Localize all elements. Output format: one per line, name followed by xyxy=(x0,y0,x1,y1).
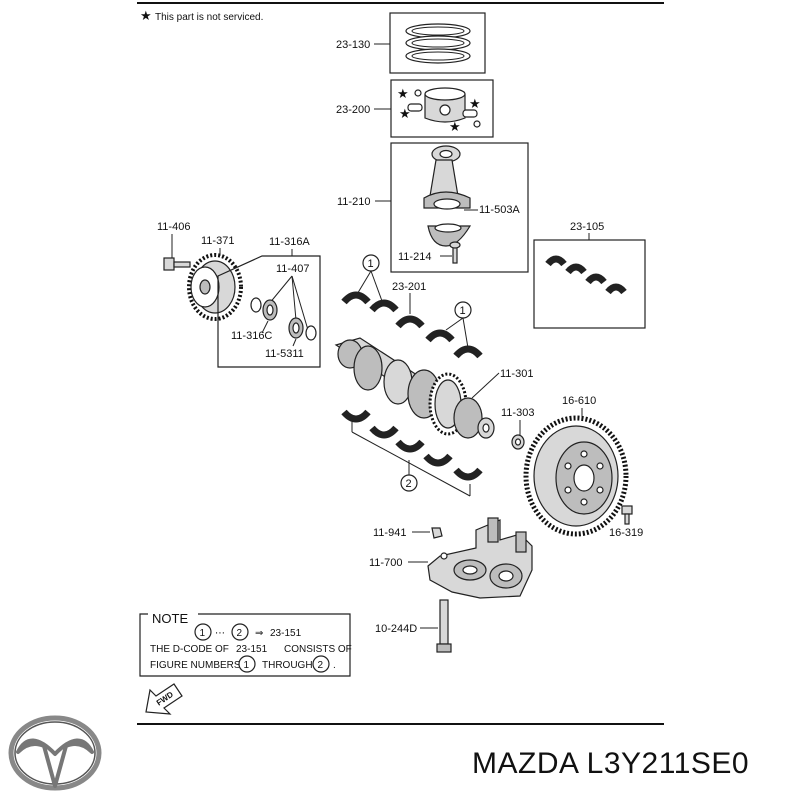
seal-box xyxy=(217,255,321,368)
star-mark-4: ★ xyxy=(449,119,461,134)
label-16-610: 16-610 xyxy=(562,395,596,407)
oil-seals xyxy=(250,297,317,341)
label-10-244d: 10-244D xyxy=(375,623,417,635)
note-code-1: 23-151 xyxy=(270,628,302,639)
svg-text:1: 1 xyxy=(244,660,250,671)
svg-text:2: 2 xyxy=(237,628,243,639)
label-11-941: 11-941 xyxy=(373,527,406,539)
bearing-set-box xyxy=(533,239,646,329)
label-11-406: 11-406 xyxy=(157,221,190,233)
label-11-700: 11-700 xyxy=(369,557,402,569)
mazda-logo-icon xyxy=(8,715,102,791)
note-code-2: 23-151 xyxy=(236,644,268,655)
note-title: NOTE xyxy=(152,611,188,626)
long-bolt xyxy=(436,599,452,653)
label-23-130: 23-130 xyxy=(336,39,370,51)
note-arrow: ⇒ xyxy=(255,628,263,639)
star-mark-1: ★ xyxy=(397,86,409,101)
note-range: ⋯ xyxy=(215,628,225,639)
lower-main-bearings xyxy=(341,409,483,481)
label-11-371: 11-371 xyxy=(201,235,234,247)
flywheel-bolt xyxy=(621,505,633,525)
piston-rings-box xyxy=(389,12,486,74)
star-mark-3: ★ xyxy=(469,96,481,111)
crank-pulley xyxy=(187,253,243,321)
label-23-201: 23-201 xyxy=(392,281,426,293)
callout-1-left-text: 1 xyxy=(368,258,374,270)
svg-text:1: 1 xyxy=(200,628,206,639)
note-period: . xyxy=(333,660,336,671)
callout-2-text: 2 xyxy=(406,478,412,490)
note-line2a: THE D-CODE OF xyxy=(150,644,229,655)
balancer-unit xyxy=(427,517,533,599)
label-11-316c: 11-316C xyxy=(231,330,272,342)
label-11-214: 11-214 xyxy=(398,251,431,263)
piston xyxy=(407,87,481,128)
label-11-316a: 11-316A xyxy=(269,236,310,248)
upper-main-bearings xyxy=(341,291,483,359)
label-16-319: 16-319 xyxy=(609,527,643,539)
star-mark-2: ★ xyxy=(399,106,411,121)
callout-1-right-text: 1 xyxy=(460,305,466,317)
label-11-301: 11-301 xyxy=(500,368,533,380)
note-box xyxy=(139,613,351,677)
note-circle-2b xyxy=(312,655,330,673)
label-23-200: 23-200 xyxy=(336,104,370,116)
crankshaft xyxy=(334,337,495,439)
connecting-rod-box xyxy=(390,142,529,273)
note-line3b: THROUGH xyxy=(262,660,313,671)
connecting-rod xyxy=(423,145,472,264)
piston-rings xyxy=(405,23,471,64)
label-11-407: 11-407 xyxy=(276,263,309,275)
note-line3a: FIGURE NUMBERS xyxy=(150,660,241,671)
note-circle-1a xyxy=(194,623,212,641)
note-circle-2a xyxy=(231,623,249,641)
label-11-503a: 11-503A xyxy=(479,204,520,216)
label-23-105: 23-105 xyxy=(570,221,604,233)
label-11-210: 11-210 xyxy=(337,196,370,208)
note-circle-1b xyxy=(238,655,256,673)
label-11-303: 11-303 xyxy=(501,407,534,419)
svg-text:2: 2 xyxy=(318,660,324,671)
star-symbol: ★ xyxy=(140,8,152,23)
bearing-shells xyxy=(545,255,627,295)
gasket-11-941 xyxy=(431,527,443,539)
label-11-5311: 11-5311 xyxy=(265,348,304,360)
flywheel xyxy=(523,415,629,537)
part-number-title: MAZDA L3Y211SE0 xyxy=(472,747,749,780)
legend-text: This part is not serviced. xyxy=(155,12,263,23)
pulley-bolt xyxy=(163,257,191,271)
note-line2b: CONSISTS OF xyxy=(284,644,352,655)
forward-arrow-icon: FWD xyxy=(145,683,183,715)
